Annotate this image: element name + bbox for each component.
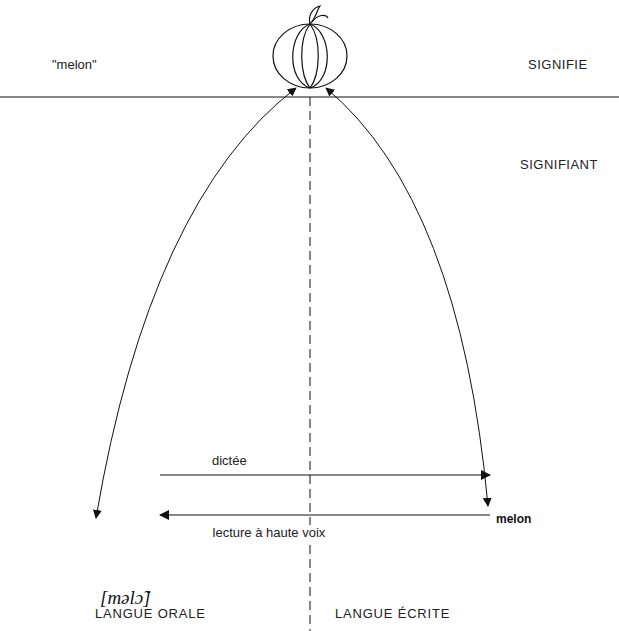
process-arrow [160,474,490,475]
caption-label: SIGNIFIE [528,57,588,72]
word-form: melon [490,465,550,530]
caption-label: LANGUE ORALE [95,606,206,621]
caption-label: LANGUE ÉCRITE [335,606,450,621]
edge-label: lecture à haute voix [211,525,328,540]
melon-drawing [273,6,347,88]
dashed-divider [310,97,311,631]
word-text: [məlɔ̃] [100,587,151,609]
process-arrow [160,514,490,515]
curved-arrow [96,88,296,518]
caption-label: SIGNIFIANT [520,157,598,172]
word-form: [məlɔ̃] [95,465,160,615]
caption-label: "melon" [52,57,97,72]
edge-label: dictée [210,453,249,468]
curved-arrow [326,88,488,506]
word-text: melon [496,512,531,526]
